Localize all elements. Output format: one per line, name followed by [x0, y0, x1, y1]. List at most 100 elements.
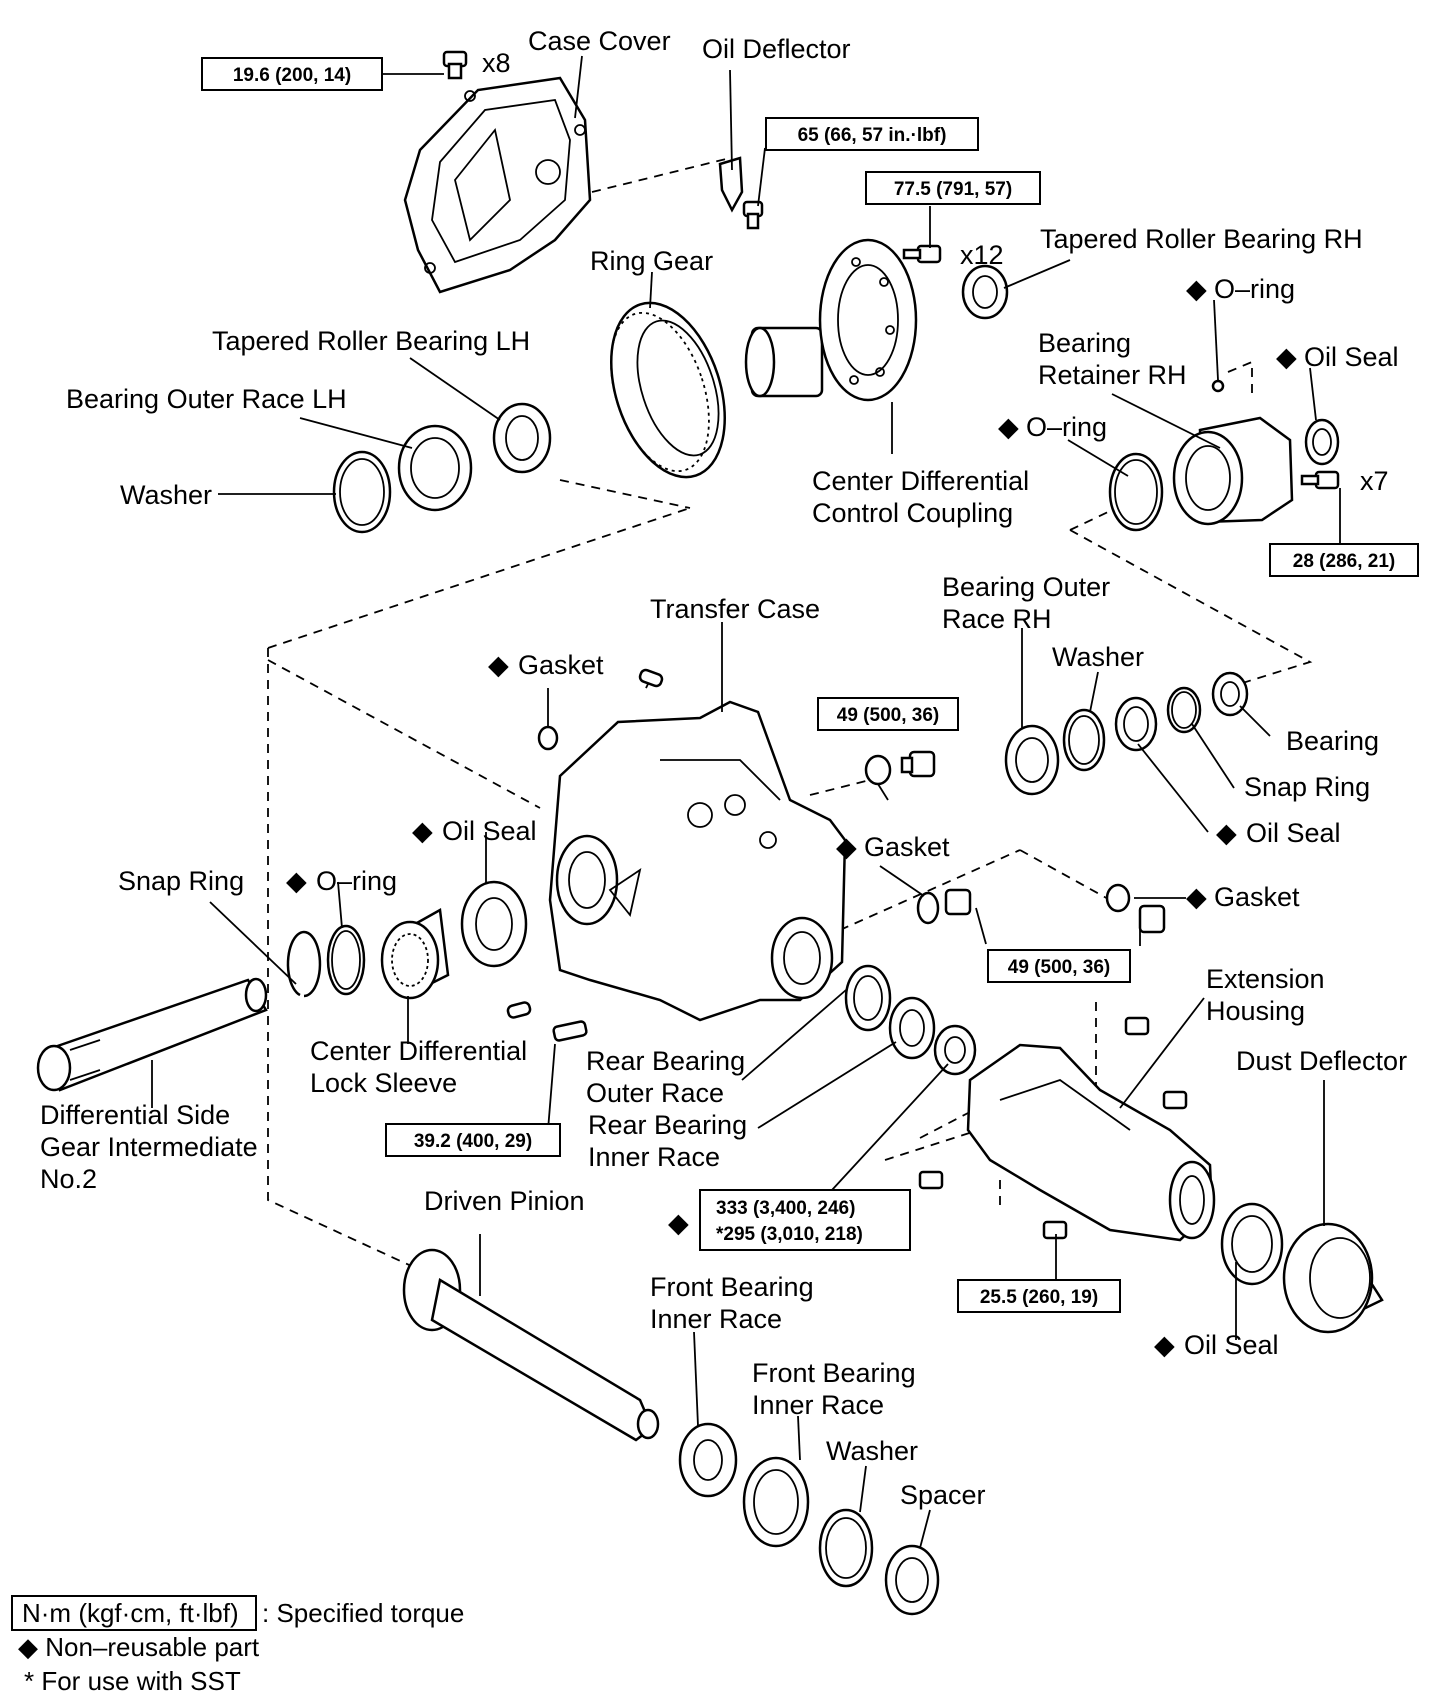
torque-coupling-bolt: 77.5 (791, 57)	[865, 171, 1041, 205]
label-oil-seal-bottom: Oil Seal	[1184, 1330, 1279, 1360]
torque-case-cover-bolt: 19.6 (200, 14)	[201, 57, 383, 91]
front-bearing-inner-race-b-part	[742, 1456, 810, 1548]
label-tapered-roller-bearing-rh: Tapered Roller Bearing RH	[1040, 224, 1363, 254]
label-gasket-right-marker: ◆	[1186, 882, 1207, 912]
torque-retainer-bolt-text: 28 (286, 21)	[1293, 551, 1395, 572]
torque-extension-bolt: 25.5 (260, 19)	[957, 1279, 1121, 1313]
label-o-ring-left-marker: ◆	[286, 866, 307, 896]
retainer-bolt	[1300, 470, 1340, 490]
diff-side-gear-shaft-part	[36, 977, 268, 1092]
label-front-bearing-inner-race-b-2: Inner Race	[752, 1390, 884, 1420]
part-labels: Case Cover Oil Deflector Tapered Roller …	[40, 26, 1407, 1510]
label-tapered-roller-bearing-lh: Tapered Roller Bearing LH	[212, 326, 530, 356]
snap-ring-right-part	[1166, 686, 1202, 734]
case-cover-part	[403, 76, 592, 294]
label-o-ring-left: O–ring	[316, 866, 397, 896]
spacer-part	[884, 1544, 940, 1616]
legend-sst: * For use with SST	[24, 1666, 241, 1696]
label-o-ring-retainer: O–ring	[1026, 412, 1107, 442]
label-o-ring-top-marker: ◆	[1186, 274, 1207, 304]
snap-ring-left-part	[286, 930, 322, 998]
torque-extension-bolt-text: 25.5 (260, 19)	[980, 1287, 1098, 1308]
label-oil-seal-bottom-marker: ◆	[1154, 1330, 1175, 1360]
stud-pin	[552, 1020, 588, 1042]
label-front-bearing-inner-race-b-1: Front Bearing	[752, 1358, 916, 1388]
label-gasket-top: Gasket	[518, 650, 604, 680]
label-bearing-outer-race-rh-1: Bearing Outer	[942, 572, 1110, 602]
rear-bearing-inner-race-part	[888, 996, 936, 1060]
torque-case-cover-bolt-text: 19.6 (200, 14)	[233, 65, 351, 86]
washer-bottom-part	[818, 1508, 874, 1588]
label-oil-seal-top-marker: ◆	[1276, 342, 1297, 372]
label-rear-bearing-inner-race-2: Inner Race	[588, 1142, 720, 1172]
legend-torque-box: N·m (kgf·cm, ft·lbf)	[22, 1598, 239, 1628]
label-rear-bearing-inner-race-1: Rear Bearing	[588, 1110, 747, 1140]
torque-oil-deflector-bolt: 65 (66, 57 in.·lbf)	[765, 117, 979, 151]
label-center-diff-lock-sleeve-1: Center Differential	[310, 1036, 527, 1066]
o-ring-retainer-part	[1108, 452, 1164, 532]
leader-lines	[151, 55, 1341, 1549]
label-oil-deflector: Oil Deflector	[702, 34, 851, 64]
tapered-roller-bearing-lh-part	[492, 402, 552, 474]
center-diff-lock-sleeve-part	[380, 907, 450, 1000]
label-front-bearing-inner-race-a-1: Front Bearing	[650, 1272, 814, 1302]
label-diff-side-gear-2: Gear Intermediate	[40, 1132, 258, 1162]
oil-seal-left-part	[460, 880, 528, 968]
torque-pinion-nut: 333 (3,400, 246) *295 (3,010, 218)	[699, 1189, 911, 1251]
legend-non-reusable: ◆ Non–reusable part	[18, 1632, 260, 1662]
rear-bearing-outer-race-part	[844, 964, 892, 1032]
dowel-pin-top	[638, 668, 664, 688]
label-transfer-case: Transfer Case	[650, 594, 820, 624]
label-oil-seal-top: Oil Seal	[1304, 342, 1399, 372]
ring-gear-part	[610, 301, 726, 479]
coupling-bolt	[902, 244, 942, 264]
oil-deflector-part	[718, 156, 764, 230]
label-washer-top: Washer	[120, 480, 212, 510]
torque-pin-bolt-text: 39.2 (400, 29)	[414, 1131, 532, 1152]
torque-plug-top: 49 (500, 36)	[817, 697, 959, 731]
case-cover-bolt	[442, 50, 468, 80]
torque-pinion-nut-text-1: 333 (3,400, 246)	[716, 1198, 855, 1219]
label-ring-gear: Ring Gear	[590, 246, 713, 276]
label-oil-seal-right: Oil Seal	[1246, 818, 1341, 848]
gasket-right-part	[1105, 883, 1166, 934]
label-extension-housing-2: Housing	[1206, 996, 1305, 1026]
label-bearing-outer-race-lh: Bearing Outer Race LH	[66, 384, 347, 414]
washer-top-part	[332, 450, 392, 534]
front-bearing-inner-race-a-part	[678, 1422, 738, 1498]
tapered-roller-bearing-rh-part	[961, 264, 1009, 320]
extension-bolt-1	[1124, 1016, 1150, 1036]
torque-retainer-bolt: 28 (286, 21)	[1269, 543, 1419, 577]
label-rear-bearing-outer-race-2: Outer Race	[586, 1078, 724, 1108]
label-o-ring-retainer-marker: ◆	[998, 412, 1019, 442]
label-gasket-mid-marker: ◆	[836, 832, 857, 862]
torque-oil-deflector-bolt-text: 65 (66, 57 in.·lbf)	[798, 125, 947, 146]
label-diff-side-gear-3: No.2	[40, 1164, 97, 1194]
label-rear-bearing-outer-race-1: Rear Bearing	[586, 1046, 745, 1076]
dust-deflector-part	[1282, 1222, 1384, 1334]
transfer-case-part	[548, 700, 847, 1022]
non-reusable-marker-pinion-nut: ◆	[668, 1208, 689, 1238]
pinion-nut-part	[933, 1024, 977, 1076]
label-oil-seal-left-marker: ◆	[412, 816, 433, 846]
legend-torque-text: : Specified torque	[262, 1598, 464, 1628]
plug-top-part	[864, 750, 936, 786]
label-center-diff-control-coupling-1: Center Differential	[812, 466, 1029, 496]
o-ring-top-part	[1211, 379, 1225, 393]
label-gasket-top-marker: ◆	[488, 650, 509, 680]
extension-bolt-4	[1042, 1220, 1068, 1240]
bearing-part	[1211, 671, 1249, 717]
bearing-outer-race-rh-part	[1004, 724, 1060, 796]
bearing-retainer-rh-part	[1172, 416, 1294, 526]
qty-coupling-bolts: x12	[960, 240, 1004, 270]
label-center-diff-control-coupling-2: Control Coupling	[812, 498, 1013, 528]
gasket-top-part	[537, 725, 559, 751]
driven-pinion-part	[402, 1248, 660, 1442]
extension-bolt-2	[1162, 1090, 1188, 1110]
label-oil-seal-right-marker: ◆	[1216, 818, 1237, 848]
dowel-pin-bottom	[506, 1001, 532, 1019]
label-gasket-right: Gasket	[1214, 882, 1300, 912]
washer-mid-part	[1062, 708, 1106, 772]
center-diff-control-coupling-part	[744, 238, 918, 402]
